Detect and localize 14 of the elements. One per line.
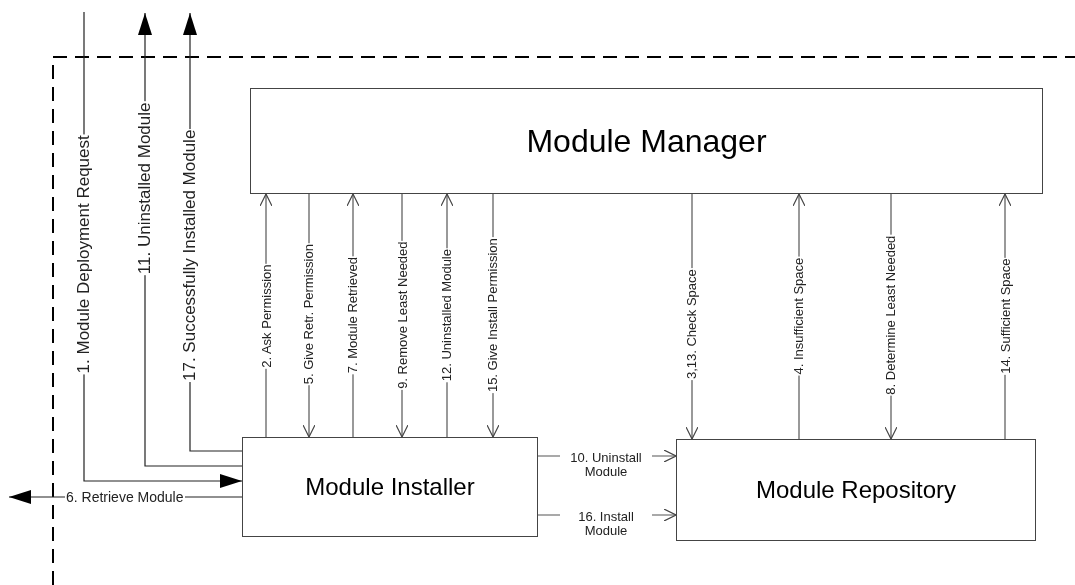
edge-label: 17. Successfully Installed Module <box>180 128 200 382</box>
edge-label: 6. Retrieve Module <box>65 489 185 505</box>
module-box <box>242 437 538 537</box>
module-box <box>676 439 1036 541</box>
node-label: Module Manager <box>526 122 767 160</box>
edge-label: 1. Module Deployment Request <box>74 133 94 374</box>
node-label: Module Repository <box>755 476 957 504</box>
module-box <box>250 88 1043 194</box>
edge-label: 14. Sufficient Space <box>998 257 1013 375</box>
edge-label: 4. Insufficient Space <box>791 256 807 376</box>
edge-label: 2. Ask Permission <box>259 263 274 369</box>
edge-label: 9. Remove Least Needed <box>395 240 410 390</box>
edge-label: 3,13. Check Space <box>684 268 700 381</box>
node-label: Module Installer <box>305 473 475 501</box>
